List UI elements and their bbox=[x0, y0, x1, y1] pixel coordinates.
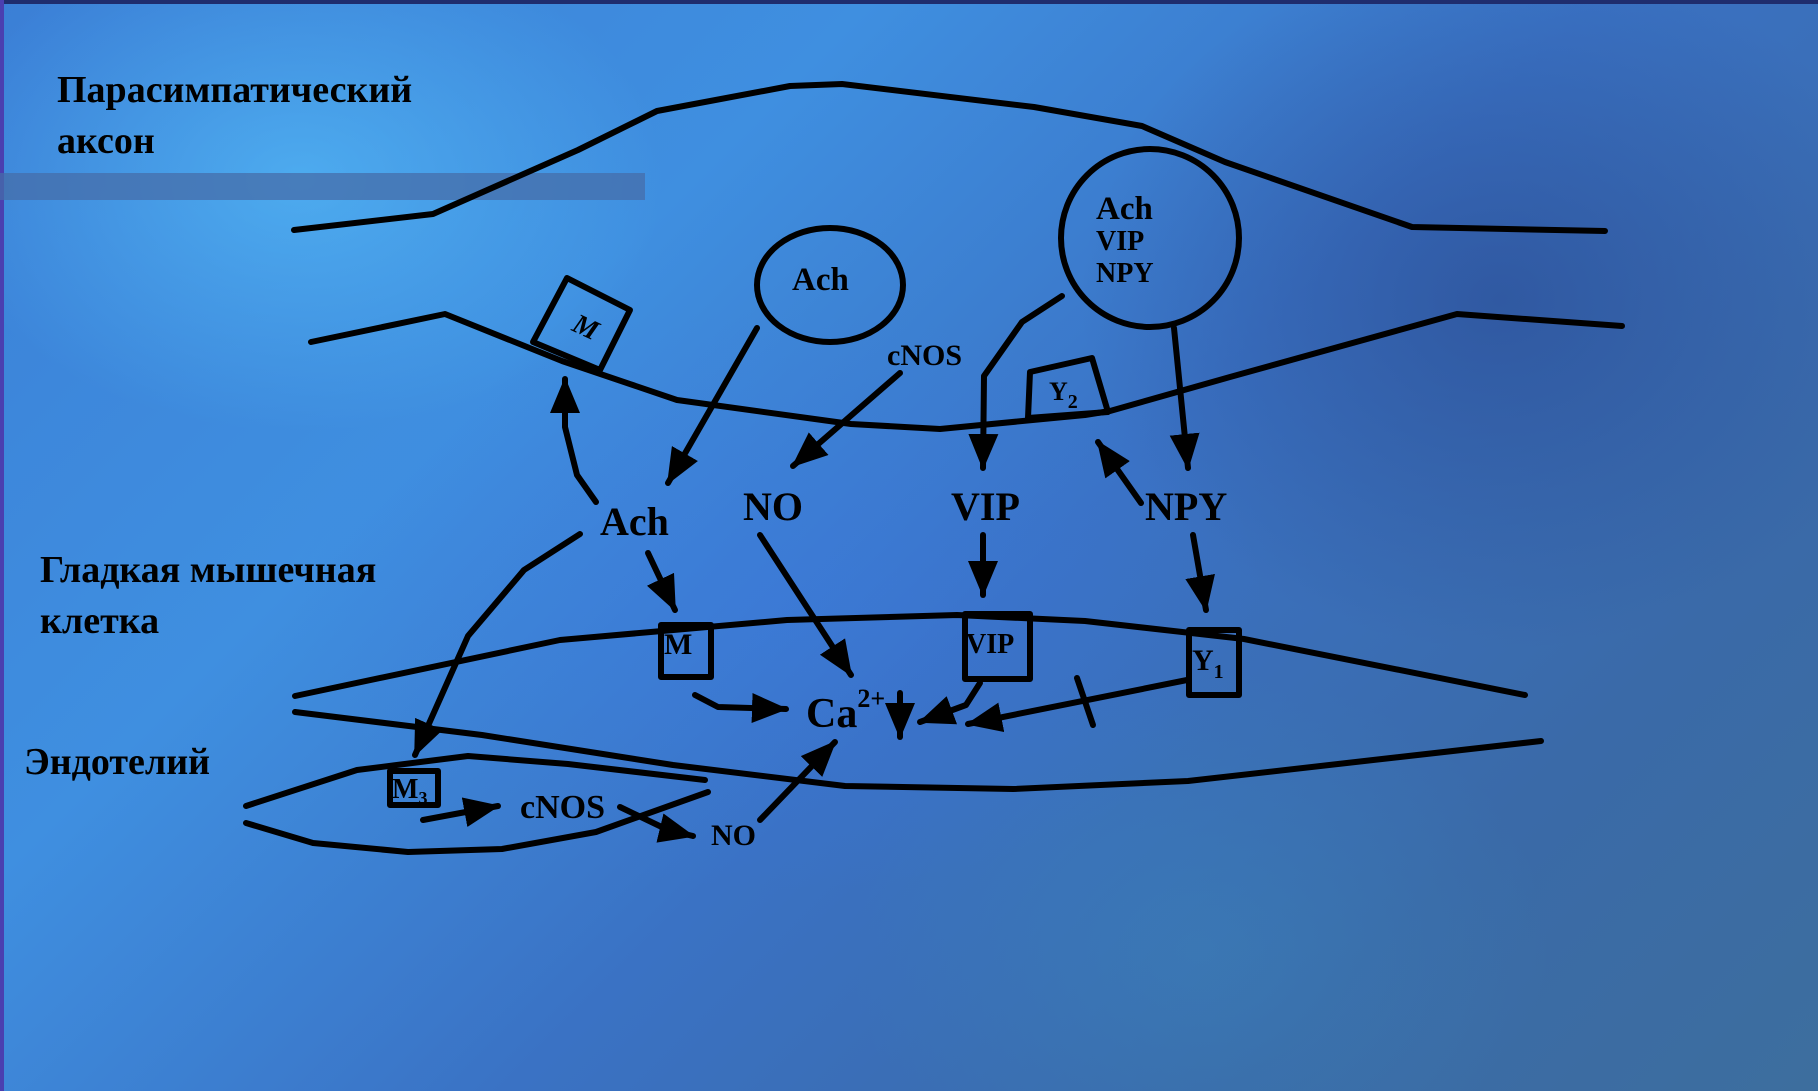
arrow-vesicle-to-vip bbox=[968, 293, 1065, 471]
arrow-ach-to-m-axon bbox=[550, 376, 599, 505]
axon-membrane-bottom bbox=[308, 311, 1625, 432]
arrow-no-endo-to-ca bbox=[757, 739, 838, 823]
arrow-vesicle-to-ach bbox=[665, 325, 760, 486]
receptor-vip-box bbox=[962, 611, 1033, 682]
frame-left-border bbox=[0, 0, 4, 1091]
arrow-ach-to-m3 bbox=[412, 531, 583, 758]
receptor-y2-label: Y2 bbox=[1049, 377, 1078, 413]
receptor-y1-box bbox=[1186, 627, 1242, 698]
endothelium-label: Эндотелий bbox=[24, 741, 211, 783]
receptor-m-axon-label: M bbox=[567, 308, 605, 348]
arrow-npy-to-y1 bbox=[1185, 532, 1215, 613]
receptor-y2-box bbox=[1025, 355, 1111, 421]
vesicle-small bbox=[754, 225, 906, 345]
muscle-membrane-bottom bbox=[292, 709, 1544, 792]
arrow-m-to-ca bbox=[692, 692, 789, 723]
mediator-ach: Ach bbox=[600, 499, 669, 544]
vesicle-large-label-2: VIP bbox=[1096, 226, 1144, 257]
cnos-endo-label: cNOS bbox=[520, 789, 605, 826]
arrow-npy-to-y2 bbox=[1095, 439, 1144, 506]
mediator-npy: NPY bbox=[1145, 484, 1227, 529]
smooth-muscle-label-line1: Гладкая мышечная bbox=[40, 549, 377, 591]
smooth-muscle-label-line2: клетка bbox=[40, 600, 160, 642]
title-underline-bar bbox=[0, 173, 645, 200]
endothelium-cell-top bbox=[243, 753, 708, 809]
arrow-y1-to-ca bbox=[965, 677, 1190, 733]
receptor-m-muscle-box bbox=[658, 622, 714, 680]
cnos-axon-label: cNOS bbox=[887, 339, 962, 372]
mediator-vip: VIP bbox=[951, 484, 1020, 529]
receptor-vip-label: VIP bbox=[966, 629, 1014, 660]
muscle-membrane-top bbox=[292, 612, 1528, 699]
receptor-m3-box bbox=[387, 768, 441, 808]
axon-label-line2: аксон bbox=[57, 120, 155, 162]
frame-top-border bbox=[0, 0, 1818, 4]
receptor-m3-label: M3 bbox=[392, 774, 427, 808]
arrow-vesicle-to-npy bbox=[1169, 325, 1200, 471]
arrow-m3-to-cnos bbox=[420, 797, 501, 827]
arrow-no-to-ca bbox=[757, 532, 854, 678]
calcium-label: Ca2+ bbox=[806, 684, 885, 737]
receptor-m-axon-box bbox=[530, 275, 633, 373]
axon-label-line1: Парасимпатический bbox=[57, 69, 413, 111]
arrow-ach-to-m-muscle bbox=[645, 550, 678, 613]
axon-membrane-top bbox=[291, 81, 1608, 234]
arrow-cnos-to-no bbox=[790, 370, 903, 469]
mediator-no: NO bbox=[743, 484, 803, 529]
endothelium-cell-bottom bbox=[243, 789, 711, 855]
receptor-y1-label: Y1 bbox=[1192, 644, 1224, 683]
arrow-cnos-to-no-endo bbox=[617, 804, 696, 843]
arrow-vip-receptor-to-ca bbox=[917, 680, 983, 725]
vesicle-large-label-1: Ach bbox=[1096, 191, 1153, 227]
vesicle-large bbox=[1058, 146, 1242, 330]
receptor-m-muscle-label: M bbox=[664, 628, 692, 661]
vesicle-large-label-3: NPY bbox=[1096, 258, 1154, 289]
vesicle-small-label: Ach bbox=[792, 262, 849, 298]
no-endo-label: NO bbox=[711, 819, 756, 852]
